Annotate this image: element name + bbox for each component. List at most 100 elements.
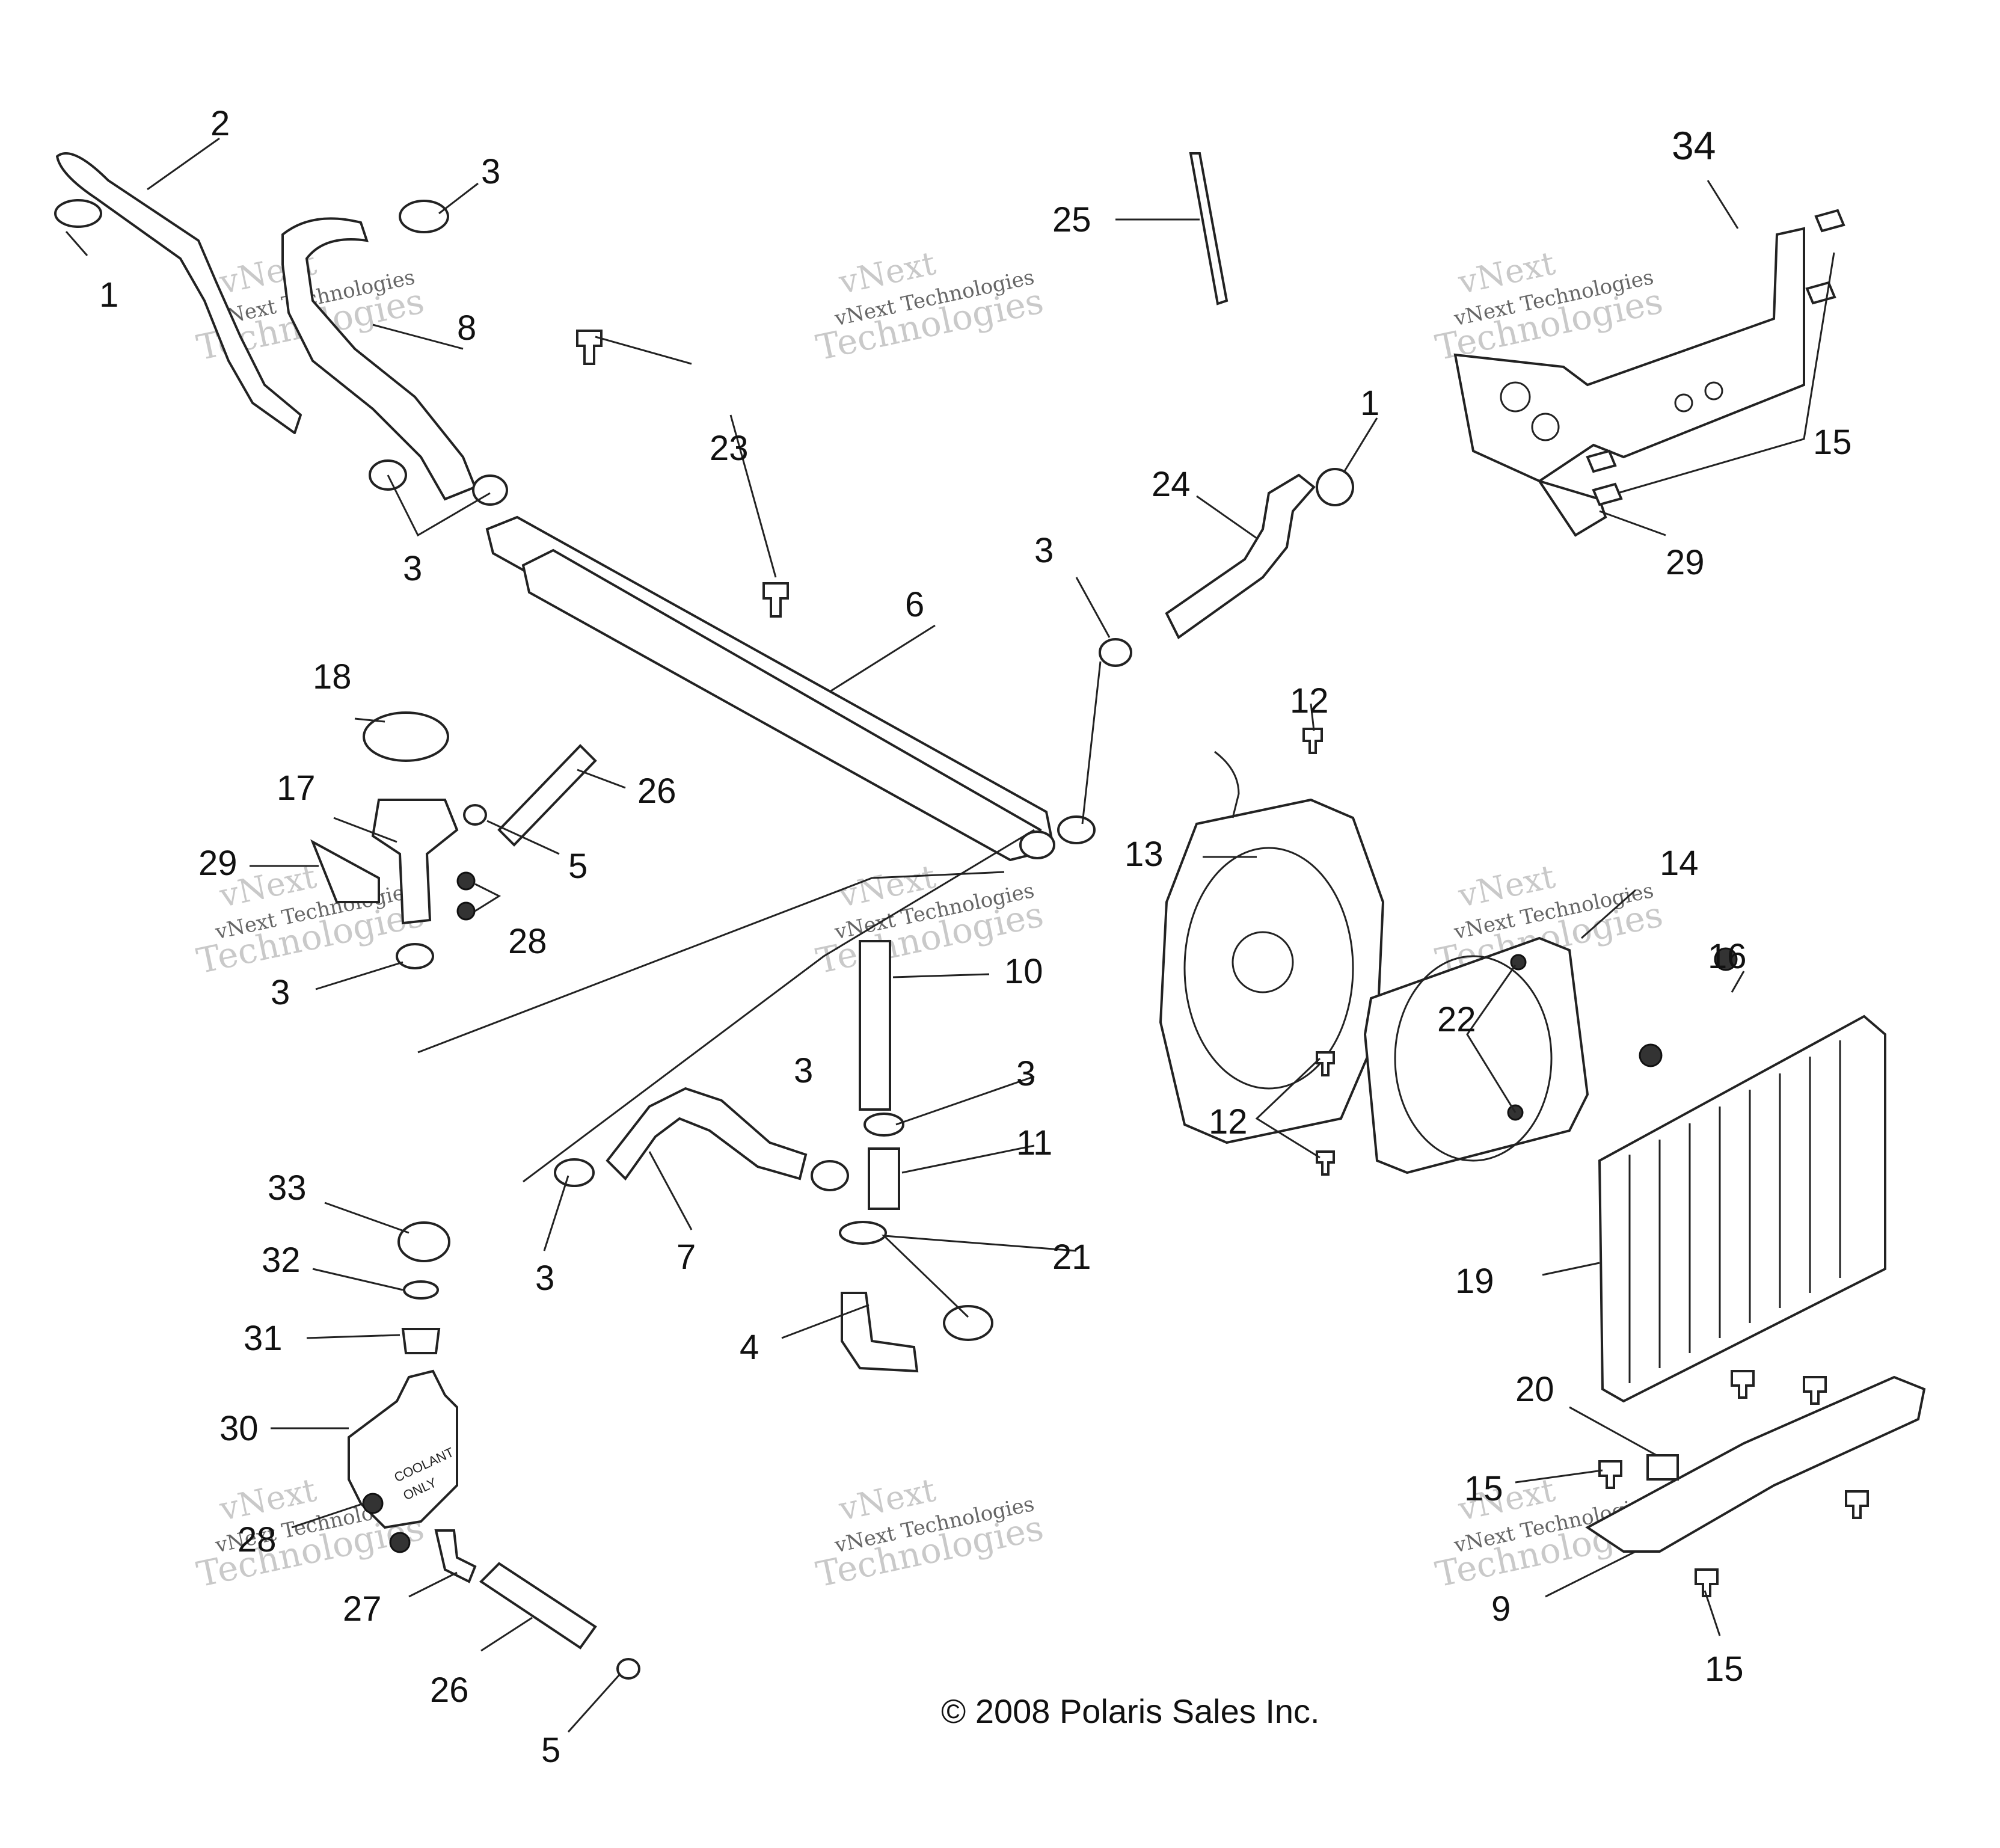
watermark: vNext vNext Technologies Technologies <box>1432 244 1666 369</box>
callout-label: 26 <box>637 772 676 811</box>
clamp-3 <box>554 1158 595 1187</box>
callout-label: 26 <box>430 1671 469 1710</box>
washer-32 <box>403 1280 439 1300</box>
shroud-14 <box>1363 936 1589 1174</box>
bracket-hole <box>1531 413 1560 441</box>
clamp-3 <box>1099 638 1132 667</box>
callout-label: 3 <box>794 1051 813 1090</box>
callout-label: 18 <box>313 657 352 696</box>
bolt-15 <box>1803 1376 1827 1405</box>
rod-25 <box>1189 152 1229 305</box>
bracket-hole <box>1704 381 1723 401</box>
fan-blades <box>1183 847 1354 1090</box>
callout-label: 28 <box>508 922 547 961</box>
hose-26-lower <box>479 1562 597 1650</box>
fitting-5 <box>616 1658 640 1680</box>
bolt-15 <box>1586 449 1617 473</box>
watermark: vNext vNext Technologies Technologies <box>812 244 1047 369</box>
clamp-3 <box>811 1160 849 1191</box>
hose-2 <box>56 152 302 434</box>
callout-label: 15 <box>1464 1469 1503 1508</box>
callout-label: 3 <box>403 549 422 588</box>
pipe-end <box>1057 815 1096 844</box>
clamp-3 <box>399 200 449 233</box>
bolt-28 <box>362 1493 384 1514</box>
callout-label: 17 <box>277 769 316 808</box>
callout-label: 10 <box>1004 952 1043 991</box>
callout-label: 19 <box>1455 1262 1494 1301</box>
bolt-12 <box>1316 1150 1335 1176</box>
clamp-1-right <box>1316 468 1354 506</box>
elbow-27 <box>434 1529 477 1583</box>
bracket-29-left <box>310 839 380 903</box>
clamp-21 <box>943 1305 993 1341</box>
callout-label: 16 <box>1708 937 1747 976</box>
callout-label: 3 <box>1034 531 1054 570</box>
callout-label: 12 <box>1290 681 1329 720</box>
leader-lines <box>65 137 1835 1733</box>
callout-label: 33 <box>268 1168 307 1208</box>
bolt-28 <box>456 901 476 921</box>
callout-label: 4 <box>740 1328 759 1367</box>
reservoir-30 <box>348 1369 458 1529</box>
callout-label: 1 <box>1360 384 1379 423</box>
fan-hub <box>1232 931 1294 993</box>
grommet-16 <box>1714 947 1738 971</box>
parts: COOLANT ONLY <box>54 152 1926 1680</box>
bracket-hole <box>1674 393 1693 413</box>
callout-label: 3 <box>271 973 290 1012</box>
callout-label: 28 <box>238 1520 277 1559</box>
bolt-15 <box>1805 281 1836 305</box>
hose-26 <box>497 744 597 847</box>
callout-label: 34 <box>1672 123 1716 168</box>
hose-7 <box>606 1087 808 1181</box>
callout-label: 3 <box>481 152 500 191</box>
clamp-3 <box>863 1113 904 1137</box>
bracket-34 <box>1453 227 1805 483</box>
copyright: © 2008 Polaris Sales Inc. <box>941 1692 1320 1730</box>
callout-label: 29 <box>1666 543 1705 582</box>
callout-label: 30 <box>219 1409 259 1448</box>
bolt-15 <box>1845 1490 1869 1519</box>
bolt-28 <box>389 1532 411 1553</box>
radiator-19 <box>1598 1015 1886 1403</box>
callout-label: 23 <box>710 429 749 468</box>
callout-label: 9 <box>1491 1589 1511 1629</box>
callout-label: 14 <box>1660 844 1699 883</box>
shroud-opening <box>1394 955 1553 1162</box>
hose-24 <box>1165 473 1316 639</box>
hose-10 <box>859 940 891 1111</box>
cap-18 <box>363 711 449 762</box>
bolt-15 <box>1814 209 1845 233</box>
callout-label: 15 <box>1705 1650 1744 1689</box>
callout-label: 21 <box>1052 1238 1091 1277</box>
filler-neck-17 <box>371 799 459 925</box>
radiator-fins <box>1628 1040 1841 1383</box>
callout-label: 25 <box>1052 200 1091 239</box>
bolt-15 <box>1592 482 1623 506</box>
bracket-29-top <box>1536 479 1607 537</box>
callout-label: 5 <box>541 1731 560 1770</box>
bolt-12 <box>1316 1051 1335 1076</box>
connector-11 <box>868 1147 900 1210</box>
callout-label: 1 <box>99 275 118 315</box>
bracket-hole <box>1500 381 1531 413</box>
fitting-31 <box>401 1328 441 1354</box>
callout-label: 6 <box>905 585 924 624</box>
callout-label: 2 <box>210 104 230 143</box>
fitting-5 <box>463 804 487 826</box>
bolt-23 <box>762 582 789 618</box>
bolt-15 <box>1598 1460 1622 1489</box>
callout-label: 7 <box>676 1238 696 1277</box>
callout-label: 12 <box>1209 1102 1248 1141</box>
bolt-23 <box>576 330 603 365</box>
grommet-20 <box>1646 1454 1679 1481</box>
fan-13 <box>1159 798 1385 1144</box>
callout-label: 3 <box>535 1259 554 1298</box>
clamp-1-left <box>54 199 102 228</box>
callout-label: 5 <box>568 847 587 886</box>
callout-label: 11 <box>1016 1123 1052 1162</box>
callout-label: 20 <box>1515 1370 1554 1409</box>
pipe-end <box>1019 830 1055 859</box>
